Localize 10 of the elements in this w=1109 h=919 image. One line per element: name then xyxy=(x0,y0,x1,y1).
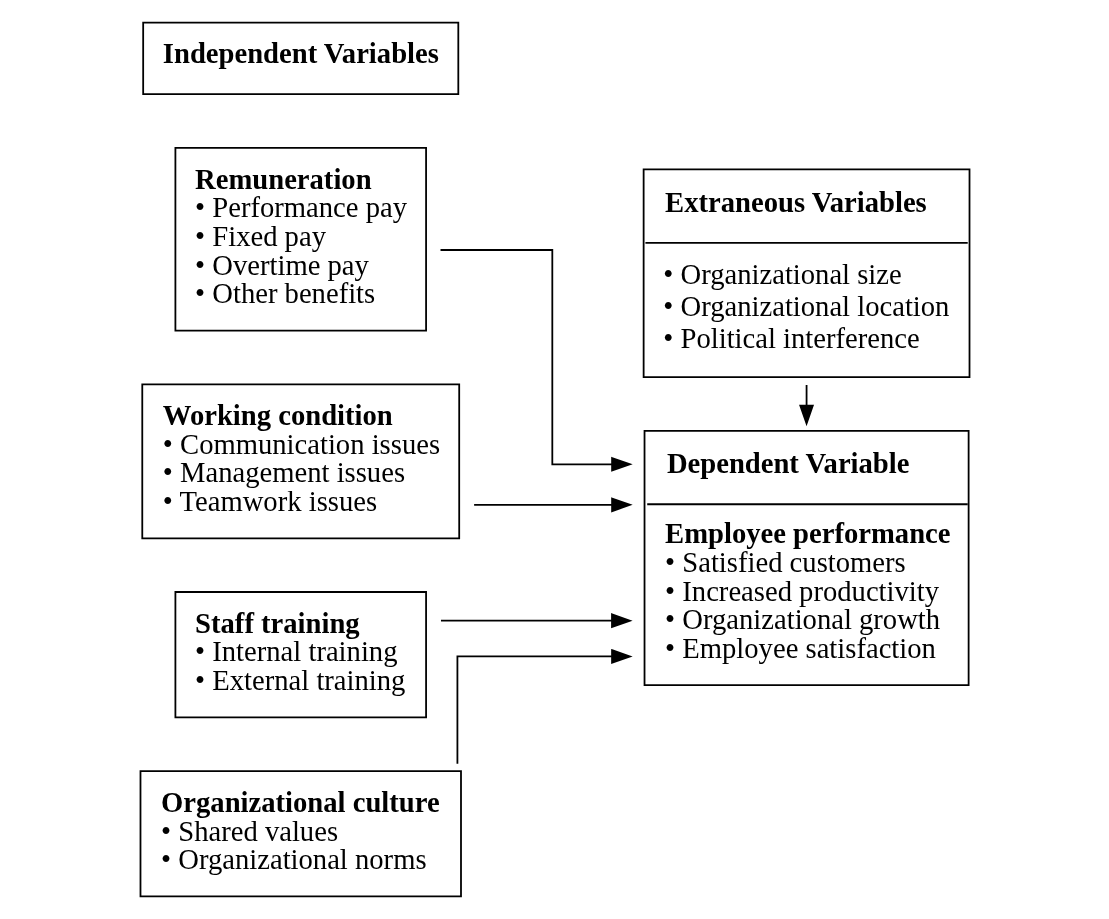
node-box: Working condition • Communication issues • Management issues • Teamwork issues xyxy=(140,383,460,540)
node-box: Staff training • Internal training • External training xyxy=(174,591,427,719)
arrow xyxy=(472,497,633,513)
arrow xyxy=(456,648,633,765)
arrow xyxy=(798,384,814,427)
node-box: Independent Variables xyxy=(141,21,459,96)
arrow xyxy=(439,249,633,472)
node-box: Remuneration • Performance pay • Fixed pay • Overtime pay • Other benefits xyxy=(174,147,427,332)
node-box: Organizational culture • Shared values • Organizational norms xyxy=(139,770,462,898)
arrow xyxy=(439,613,633,629)
